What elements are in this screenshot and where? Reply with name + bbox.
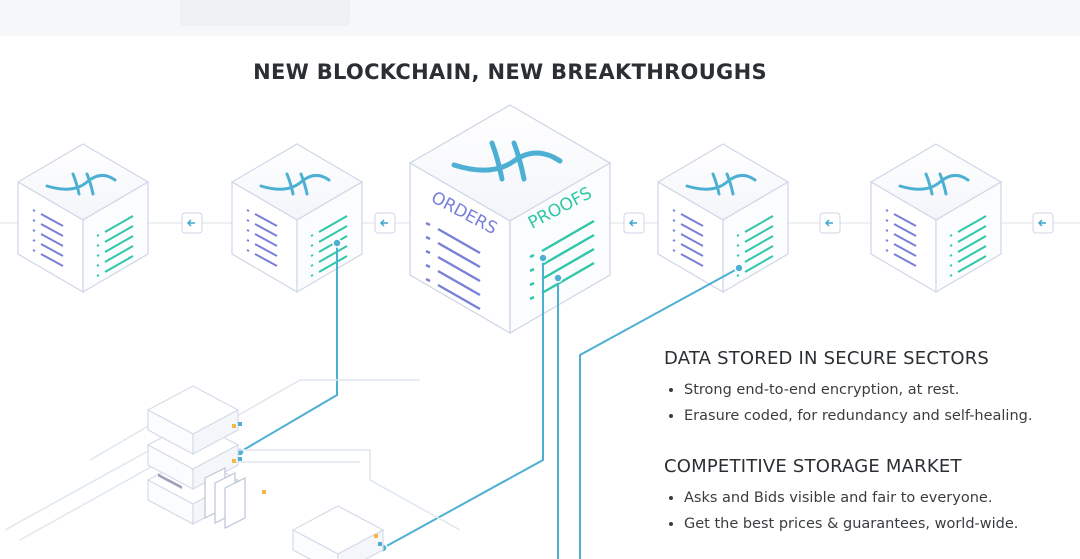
block-cube-4 <box>656 142 790 294</box>
chain-arrows <box>181 212 1054 234</box>
bullet-list: Strong end-to-end encryption, at rest. E… <box>664 381 1032 425</box>
connection-line <box>239 243 338 453</box>
server-rack <box>291 505 385 559</box>
filecoin-logo-icon <box>451 140 563 182</box>
connection-lines <box>239 243 740 559</box>
arrow-left-icon <box>819 212 841 234</box>
list-item: Erasure coded, for redundancy and self-h… <box>684 407 1032 425</box>
block-cube-5 <box>869 142 1003 294</box>
connection-line <box>579 267 740 559</box>
list-item: Asks and Bids visible and fair to everyo… <box>684 489 1018 507</box>
top-bar <box>0 0 1080 36</box>
arrow-left-icon <box>623 212 645 234</box>
connection-line <box>382 258 544 549</box>
arrow-left-icon <box>1032 212 1054 234</box>
block-cube-1 <box>16 142 150 294</box>
arrow-left-icon <box>374 212 396 234</box>
page-title: NEW BLOCKCHAIN, NEW BREAKTHROUGHS <box>253 60 767 84</box>
top-bar-tab <box>180 0 350 26</box>
section-heading: DATA STORED IN SECURE SECTORS <box>664 348 990 369</box>
bullet-list: Asks and Bids visible and fair to everyo… <box>664 489 1018 533</box>
arrow-left-icon <box>181 212 203 234</box>
section-heading: COMPETITIVE STORAGE MARKET <box>664 456 962 477</box>
list-item: Strong end-to-end encryption, at rest. <box>684 381 1032 399</box>
section-storage-market: COMPETITIVE STORAGE MARKET Asks and Bids… <box>664 456 1018 541</box>
server-rack <box>146 385 266 529</box>
block-cube-central: ORDERS PROOFS <box>408 104 612 335</box>
list-item: Get the best prices & guarantees, world-… <box>684 515 1018 533</box>
section-secure-sectors: DATA STORED IN SECURE SECTORS Strong end… <box>664 348 1032 433</box>
block-cube-2 <box>230 142 364 294</box>
